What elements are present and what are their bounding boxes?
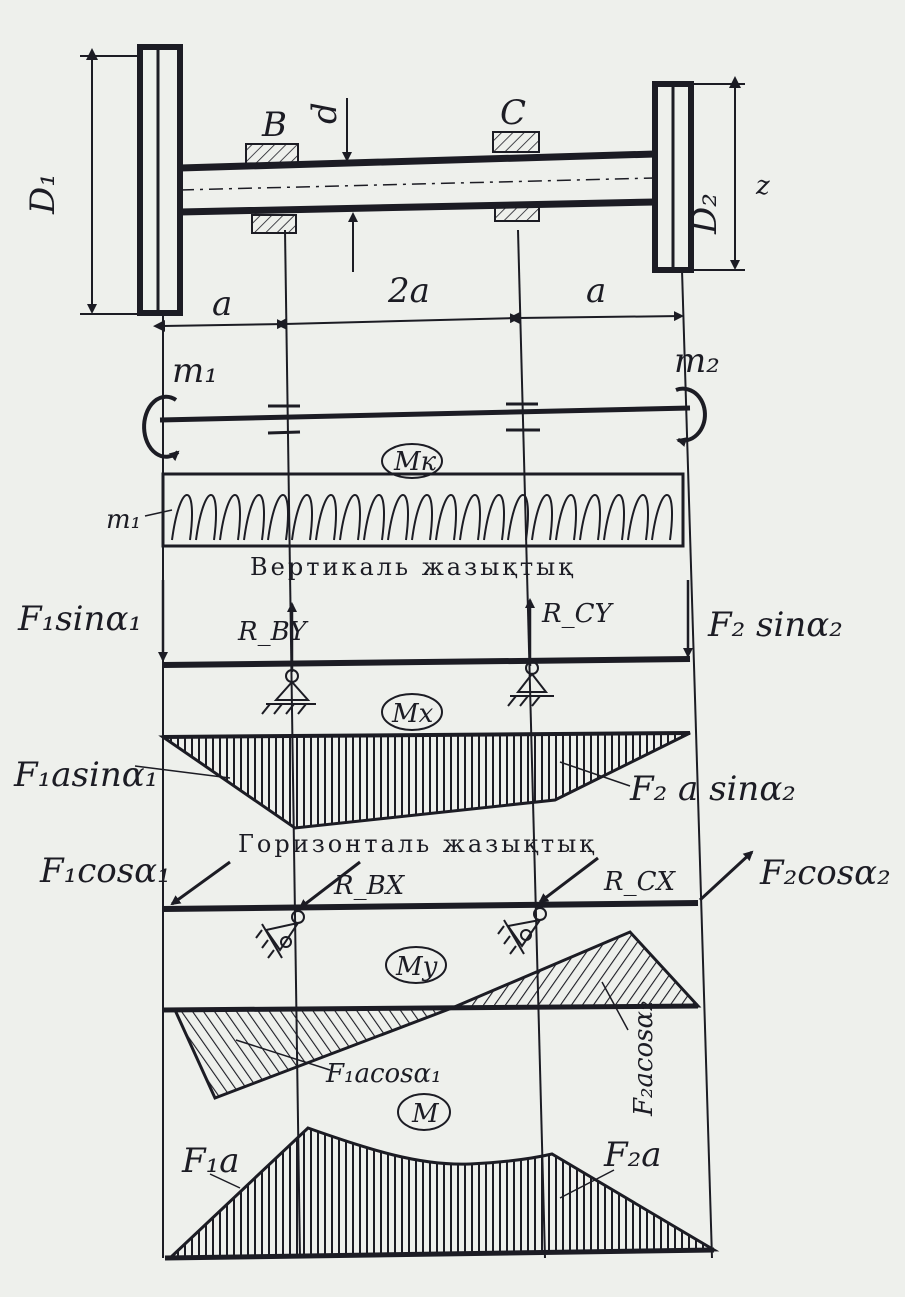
f2a-cos-label: F₂acosα₂ — [629, 1000, 659, 1117]
f2-sin-label: F₂ sinα₂ — [707, 605, 843, 645]
d2-label: D₂ — [685, 193, 725, 235]
shaft-assembly: D₁ D₂ B C d z a 2a a — [23, 44, 770, 1259]
mk-circle — [381, 443, 443, 479]
z-label: z — [755, 171, 770, 201]
my-label: My — [395, 952, 438, 982]
left-disk — [137, 44, 183, 316]
mk-label: Mк — [393, 447, 437, 477]
support-c-horizontal — [497, 907, 547, 955]
m-circle — [397, 1093, 451, 1131]
m1-moment-arc — [142, 394, 180, 462]
dim-2a-label: 2a — [387, 271, 430, 311]
my-diagram-negative — [172, 1006, 453, 1100]
bearing-c-label: C — [500, 93, 526, 133]
mx-circle — [381, 693, 443, 731]
torsion-beam — [159, 405, 691, 423]
m2-label: m₂ — [674, 341, 720, 381]
m1-side-label: m₁ — [106, 505, 141, 535]
my-diagram-positive — [451, 930, 702, 1010]
f1a-cos-label: F₁acosα₁ — [325, 1059, 442, 1089]
rcx-label: R_CX — [603, 867, 676, 897]
support-b-vertical — [261, 669, 316, 715]
total-moment: M F₁a F₂a — [164, 1093, 720, 1261]
bearing-c-top — [492, 131, 540, 153]
mx-label: Mx — [391, 699, 434, 729]
dim-a-left-label: a — [212, 284, 232, 324]
horizontal-caption: Горизонталь жазықтық — [238, 830, 597, 858]
d1-label: D₁ — [23, 173, 63, 215]
horizontal-plane: Горизонталь жазықтық F₁cosα₁ R_BX R_CX F… — [39, 830, 891, 1117]
bearing-c-bottom — [494, 202, 540, 222]
dim-a-right-label: a — [586, 271, 606, 311]
m1-label: m₁ — [172, 351, 218, 391]
rby-label: R_BY — [237, 617, 309, 647]
torsion-band — [161, 472, 685, 548]
vertical-beam — [162, 656, 691, 668]
bearing-b-label: B — [261, 105, 287, 145]
my-circle — [385, 946, 447, 984]
bearing-b-bottom — [251, 214, 297, 234]
f1-cos-label: F₁cosα₁ — [39, 851, 171, 891]
vertical-plane: Вертикаль жазықтық F₁sinα₁ R_BY R_CY F₂ … — [13, 553, 843, 830]
d-label: d — [305, 102, 345, 124]
support-b-horizontal — [255, 910, 305, 959]
m-label: M — [411, 1099, 440, 1129]
horizontal-beam — [162, 900, 699, 912]
m-diagram — [166, 1126, 720, 1260]
f2-cos-label: F₂cosα₂ — [759, 853, 891, 893]
vertical-caption: Вертикаль жазықтық — [250, 553, 576, 581]
f2a-sin-label: F₂ a sinα₂ — [629, 769, 796, 809]
rbx-label: R_BX — [333, 871, 406, 901]
f2a-label: F₂a — [603, 1135, 662, 1175]
mx-diagram — [158, 731, 691, 830]
rcy-label: R_CY — [541, 599, 614, 629]
m2-moment-arc — [675, 386, 707, 447]
support-c-vertical — [507, 661, 554, 707]
torsion-loops — [171, 494, 673, 541]
torsion-diagram: m₁ m₂ Mк m₁ — [106, 341, 720, 548]
bearing-b-top — [245, 143, 299, 167]
f1-sin-label: F₁sinα₁ — [17, 599, 142, 639]
f1a-sin-label: F₁asinα₁ — [13, 755, 158, 795]
f1a-label: F₁a — [181, 1141, 240, 1181]
